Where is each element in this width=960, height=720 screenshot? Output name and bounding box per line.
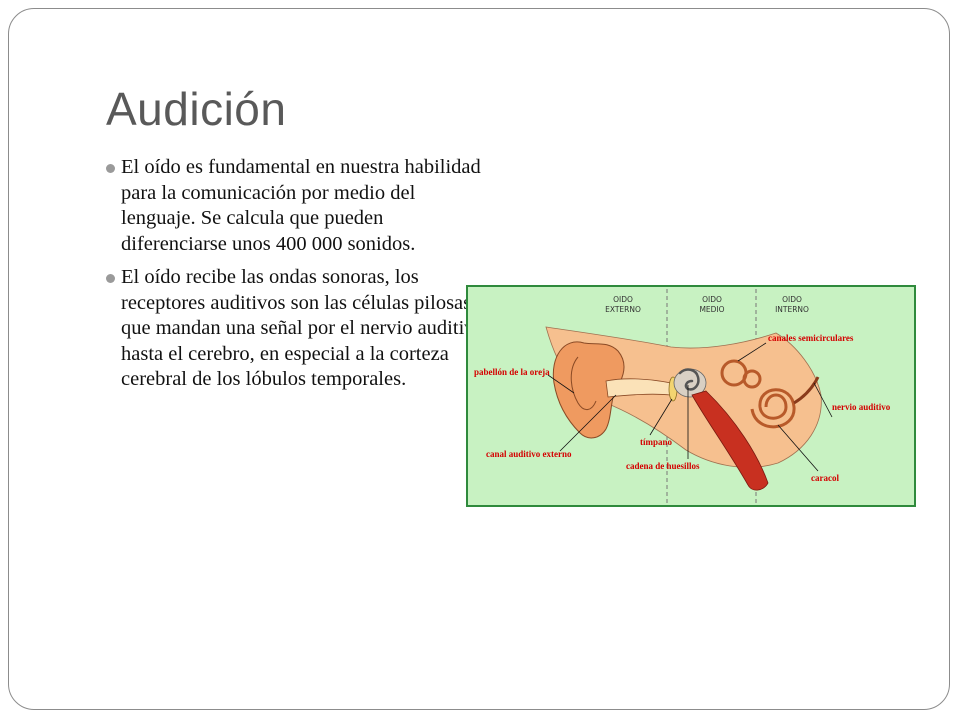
pointer-timpano [649, 398, 673, 436]
cochlea [750, 388, 796, 429]
auditory-nerve [793, 376, 820, 405]
label-caracol: caracol [811, 473, 839, 483]
bullet-item: El oído es fundamental en nuestra habili… [106, 155, 486, 257]
pointer-pabellon [547, 374, 575, 394]
label-canal: canal auditivo externo [486, 449, 572, 459]
bullet-item: El oído recibe las ondas sonoras, los re… [106, 265, 486, 393]
pointer-lines [547, 342, 833, 472]
label-nervio: nervio auditivo [832, 402, 891, 412]
section-header-externo-line2: EXTERNO [605, 305, 641, 314]
ear-anatomy-diagram: OIDO EXTERNO OIDO MEDIO OIDO INTERNO pab… [466, 285, 916, 507]
bullet-marker [106, 164, 115, 173]
pinna-fold [570, 356, 597, 410]
label-pabellon: pabellón de la oreja [474, 367, 550, 377]
section-header-medio-line1: OIDO [702, 295, 722, 304]
pointer-canal [559, 394, 617, 452]
pointer-nervio [813, 382, 833, 418]
pinna-shape [552, 341, 625, 439]
label-timpano: tímpano [640, 437, 673, 447]
ossicles [678, 368, 700, 391]
section-header-interno-line1: OIDO [782, 295, 802, 304]
bullet-list: El oído es fundamental en nuestra habili… [106, 155, 486, 401]
bullet-text: El oído recibe las ondas sonoras, los re… [121, 266, 485, 390]
eustachian-tube [691, 390, 769, 491]
semicircular-canal [742, 369, 762, 389]
label-canales: canales semicirculares [768, 333, 854, 343]
section-header-externo-line1: OIDO [613, 295, 633, 304]
section-header-interno-line2: INTERNO [775, 305, 809, 314]
ear-canal [605, 378, 672, 398]
bullet-marker [106, 274, 115, 283]
section-header-medio-line2: MEDIO [699, 305, 724, 314]
pointer-caracol [777, 424, 819, 472]
label-cadena: cadena de huesillos [626, 461, 700, 471]
pointer-canales [737, 342, 767, 362]
bullet-text: El oído es fundamental en nuestra habili… [121, 156, 481, 255]
slide-title: Audición [106, 83, 287, 135]
